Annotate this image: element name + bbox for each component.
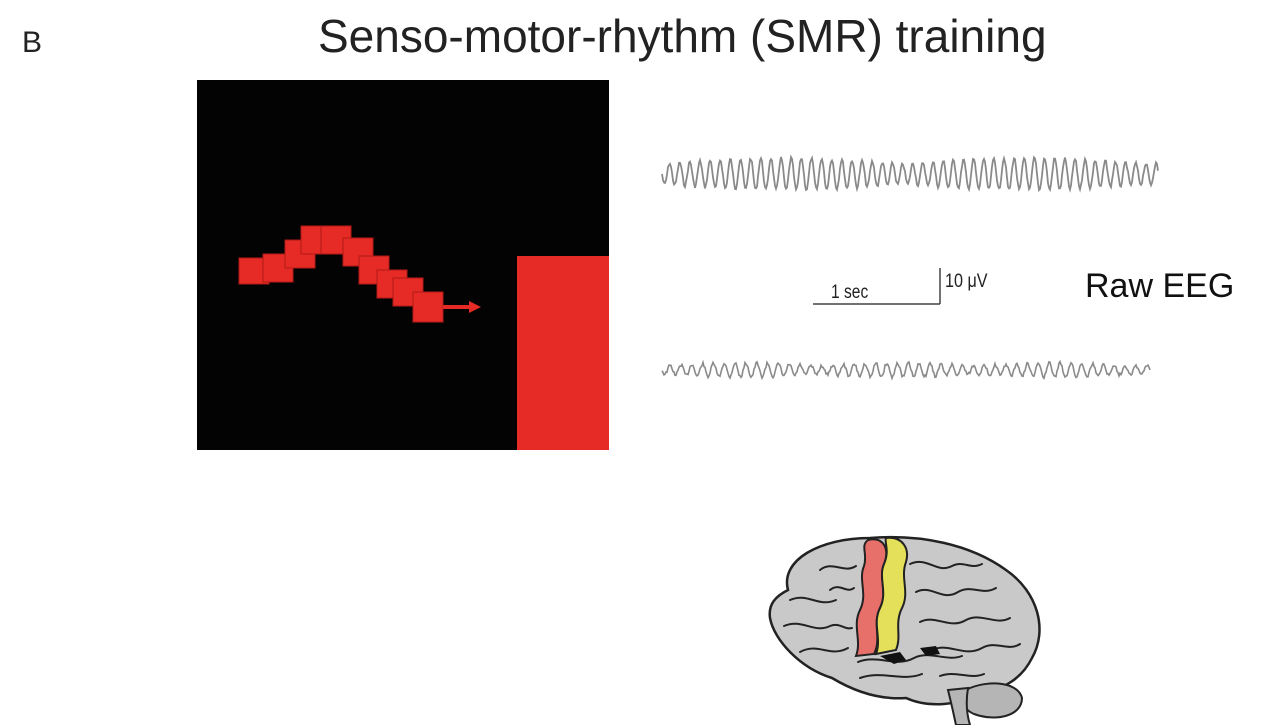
raw-eeg-trace-upper bbox=[661, 154, 1159, 193]
amplitude-scale-label: 10 μV bbox=[945, 271, 988, 292]
eeg-traces bbox=[661, 154, 1159, 381]
arrow-head-icon bbox=[469, 301, 481, 313]
cerebellum bbox=[961, 682, 1024, 719]
lateral-fissure bbox=[880, 646, 940, 664]
somatosensory-cortex-strip bbox=[874, 536, 908, 656]
raw-eeg-label: Raw EEG bbox=[1085, 267, 1235, 305]
cursor-block bbox=[412, 291, 444, 323]
brain-illustration bbox=[768, 535, 1041, 725]
figure-title: Senso-motor-rhythm (SMR) training bbox=[318, 10, 1047, 62]
brainstem bbox=[946, 686, 972, 725]
raw-eeg-trace-lower bbox=[661, 359, 1151, 381]
feedback-task-screen bbox=[197, 80, 609, 450]
feedback-target bbox=[517, 256, 609, 450]
panel-letter: B bbox=[22, 26, 43, 59]
cursor-trail bbox=[238, 225, 481, 323]
time-scale-label: 1 sec bbox=[831, 282, 869, 303]
sulci bbox=[783, 561, 1021, 679]
